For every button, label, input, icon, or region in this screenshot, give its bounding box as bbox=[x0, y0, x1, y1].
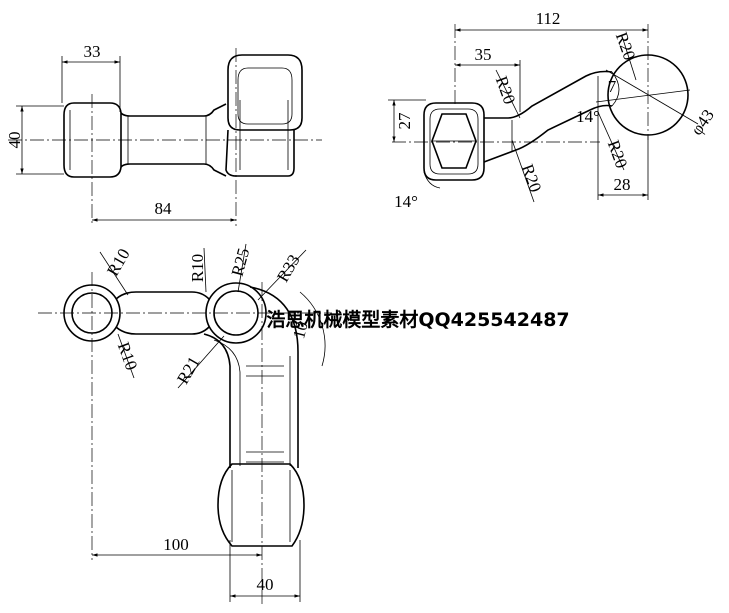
front-dim40-label: 40 bbox=[5, 132, 24, 149]
plan-r10-top-mid-label: R10 bbox=[188, 254, 207, 282]
plan-arm-right-edge bbox=[249, 286, 299, 468]
plan-r10-bottom-left-label: R10 bbox=[114, 340, 142, 373]
side-dim35-label: 35 bbox=[475, 45, 492, 64]
plan-r10-top-left-label: R10 bbox=[103, 245, 134, 279]
front-dim84-label: 84 bbox=[155, 199, 173, 218]
front-right-head bbox=[227, 54, 303, 131]
side-dim7-label: 7 bbox=[608, 77, 617, 96]
side-r20-top-right-leader bbox=[621, 35, 637, 81]
plan-r33-leader bbox=[257, 249, 307, 301]
side-r20-lower-right-leader bbox=[597, 111, 625, 171]
plan-r33-label: R33 bbox=[273, 251, 304, 285]
side-angle-mid-label: 14° bbox=[576, 107, 600, 126]
plan-arm-left-edge bbox=[203, 333, 231, 468]
front-right-head-inner bbox=[237, 67, 293, 125]
plan-dim40-label: 40 bbox=[257, 575, 274, 594]
front-dim33-label: 33 bbox=[84, 42, 101, 61]
plan-left-ring-inner bbox=[71, 292, 113, 334]
side-r20-lower-right-label: R20 bbox=[604, 138, 632, 171]
plan-arm-inner-fillet bbox=[213, 339, 241, 466]
side-left-box bbox=[423, 102, 485, 181]
plan-mid-ring-inner bbox=[213, 290, 259, 336]
side-ball bbox=[607, 54, 689, 136]
front-shaft-top bbox=[120, 103, 227, 117]
plan-r10-bottom-left-leader bbox=[117, 333, 135, 379]
front-right-body bbox=[225, 129, 295, 177]
plan-r25-leader bbox=[237, 243, 247, 293]
side-arm-bottom bbox=[483, 104, 613, 163]
side-arm-top bbox=[484, 70, 613, 119]
side-r20-upper-left-label: R20 bbox=[492, 74, 520, 107]
plan-r10-top-left-leader bbox=[99, 251, 129, 296]
plan-left-ring-outer bbox=[63, 284, 121, 342]
side-diameter-label: φ43 bbox=[687, 106, 718, 139]
side-dim112-label: 112 bbox=[536, 9, 561, 28]
side-angle-bottom-label: 14° bbox=[394, 192, 418, 211]
plan-view: R10 R10 R25 R33 R10 R21 10 100 40 bbox=[38, 243, 332, 604]
front-shaft-bottom bbox=[120, 163, 227, 177]
plan-bar-top bbox=[115, 291, 210, 300]
side-r20-upper-left-leader bbox=[495, 69, 521, 119]
plan-r21-leader bbox=[177, 335, 225, 389]
side-view: 112 35 27 28 R20 R20 7 14° φ43 R20 R20 1… bbox=[388, 9, 718, 211]
plan-arc-dimension bbox=[299, 291, 326, 367]
plan-dim100-label: 100 bbox=[163, 535, 189, 554]
side-diameter-leader bbox=[605, 69, 699, 125]
side-r20-lower-left-label: R20 bbox=[518, 162, 546, 195]
front-left-boss bbox=[63, 102, 122, 178]
plan-partial-label: 10 bbox=[289, 319, 312, 340]
plan-mid-ring-outer bbox=[205, 282, 267, 344]
plan-r10-top-mid-leader bbox=[203, 247, 207, 293]
side-r20-lower-left-leader bbox=[511, 139, 535, 203]
side-dim27-label: 27 bbox=[395, 112, 414, 130]
watermark-text: 浩思机械模型素材QQ425542487 bbox=[266, 308, 569, 331]
side-dim28-label: 28 bbox=[614, 175, 631, 194]
side-left-box-inner bbox=[429, 108, 479, 175]
plan-r25-label: R25 bbox=[228, 246, 254, 278]
plan-bottom-boss bbox=[217, 463, 305, 547]
side-angle-ref-line bbox=[595, 89, 691, 103]
front-view: 33 40 84 bbox=[5, 42, 322, 226]
plan-r21-label: R21 bbox=[173, 353, 204, 387]
plan-bar-bottom bbox=[115, 326, 210, 335]
side-angle-bottom-arc bbox=[423, 171, 441, 189]
